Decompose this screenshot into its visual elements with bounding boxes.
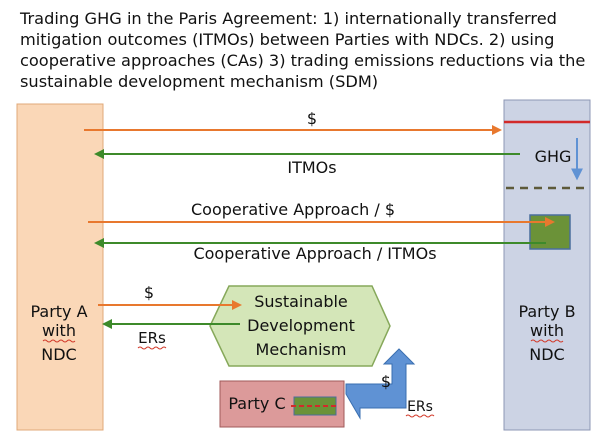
ers-left-label: ERs	[138, 329, 166, 347]
title-line-1: Trading GHG in the Paris Agreement: 1) i…	[20, 9, 557, 28]
ers-left-spellcheck-squiggle	[137, 346, 167, 350]
title-line-2: mitigation outcomes (ITMOs) between Part…	[20, 30, 555, 49]
sdm-dollar-label: $	[144, 283, 154, 302]
title-line-4: sustainable development mechanism (SDM)	[20, 72, 379, 91]
c-sdm-bent-arrow	[345, 348, 416, 420]
party-b-spellcheck-squiggle	[530, 339, 564, 343]
party-a-label-line3: NDC	[41, 345, 76, 364]
dollar-top-label: $	[307, 109, 317, 128]
party-b-label-line3: NDC	[529, 345, 564, 364]
sdm-label-line1: Sustainable	[254, 292, 348, 311]
ers-c-spellcheck-squiggle	[405, 414, 435, 418]
itmos-label: ITMOs	[287, 158, 336, 177]
party-a-box	[16, 103, 104, 431]
ca-dollar-label: Cooperative Approach / $	[191, 200, 395, 219]
party-a-spellcheck-squiggle	[42, 339, 76, 343]
party-b-label-line1: Party B	[518, 302, 575, 321]
ers-c-label: ERs	[407, 399, 433, 415]
party-c-label: Party C	[228, 394, 285, 413]
title-line-3: cooperative approaches (CAs) 3) trading …	[20, 51, 586, 70]
sdm-hexagon	[209, 285, 391, 367]
sdm-label-line3: Mechanism	[256, 340, 347, 359]
party-a-label-line1: Party A	[30, 302, 87, 321]
c-dollar-label: $	[381, 372, 391, 391]
party-b-label-line2: with	[530, 321, 564, 340]
sdm-label-line2: Development	[247, 316, 355, 335]
ca-itmos-label: Cooperative Approach / ITMOs	[193, 244, 436, 263]
ghg-label: GHG	[535, 147, 572, 166]
party-a-label-line2: with	[42, 321, 76, 340]
